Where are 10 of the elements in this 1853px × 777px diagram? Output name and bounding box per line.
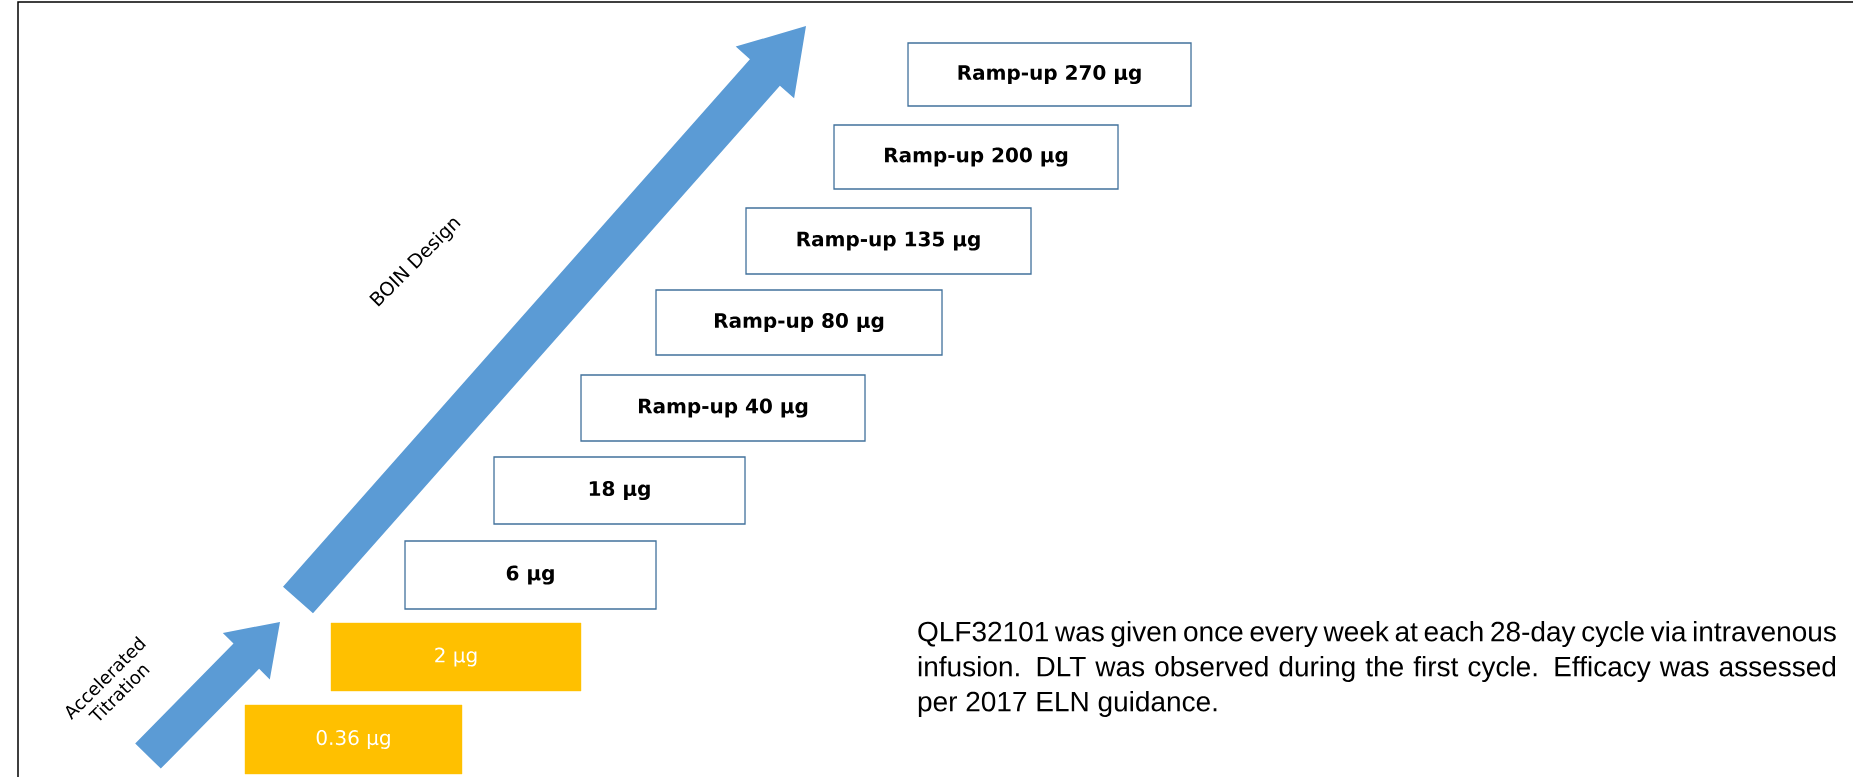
dose-box: 0.36 µg xyxy=(244,704,463,775)
dose-box: Ramp-up 135 µg xyxy=(745,207,1032,275)
description-text: QLF32101 was given once every week at each 28-day cycle via intravenous infusion. DLT was observed during the first cycle. Efficacy was assessed per 2017 ELN guidance. xyxy=(918,620,1836,718)
dose-box: Ramp-up 80 µg xyxy=(655,289,943,356)
dose-box: 6 µg xyxy=(404,540,657,610)
dose-box: 2 µg xyxy=(330,622,582,692)
dose-box: Ramp-up 200 µg xyxy=(833,124,1119,190)
dose-box: Ramp-up 40 µg xyxy=(580,374,866,442)
dose-box: 18 µg xyxy=(493,456,746,525)
dose-box: Ramp-up 270 µg xyxy=(907,42,1192,107)
